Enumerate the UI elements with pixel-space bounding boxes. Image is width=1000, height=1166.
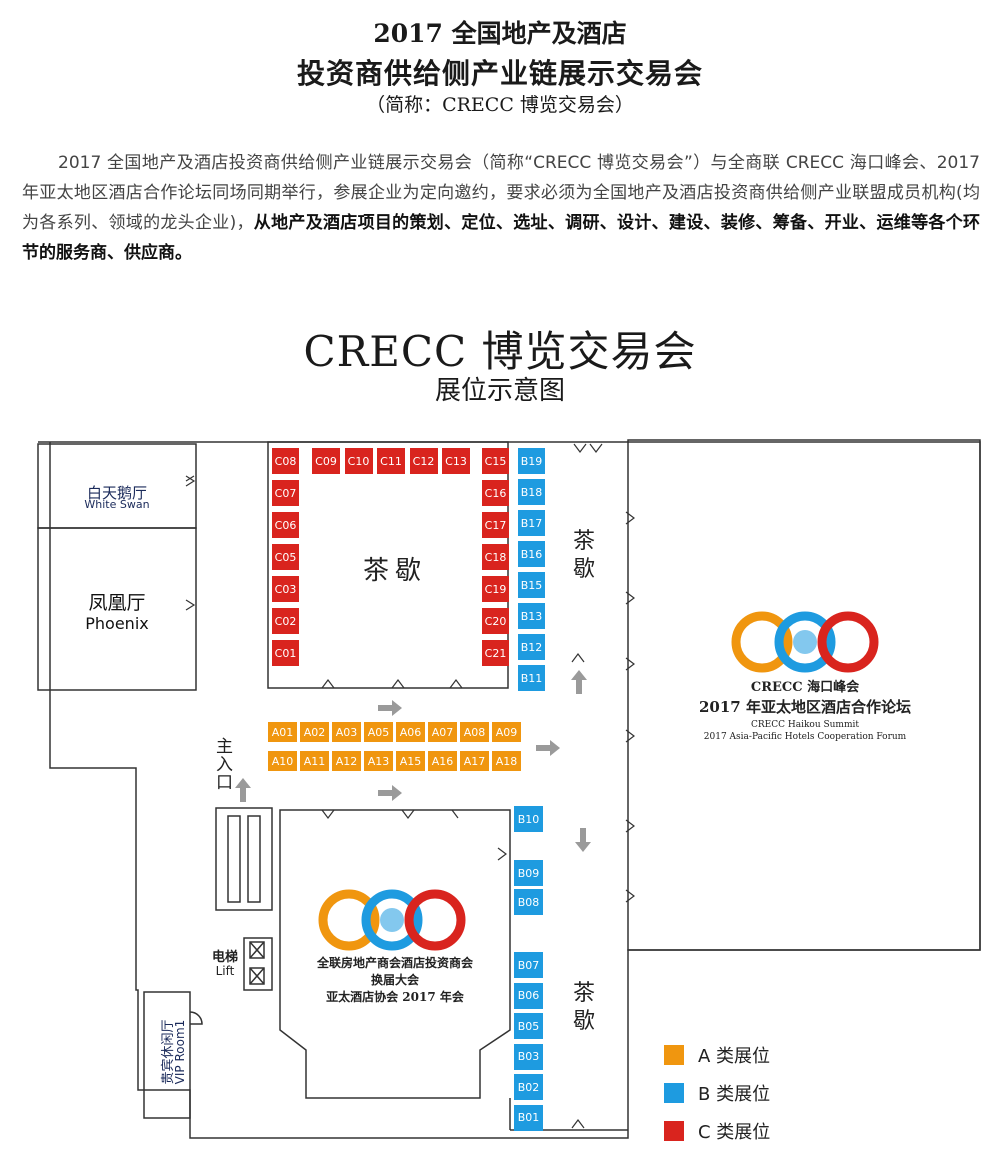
booth-a17[interactable]: A17: [460, 751, 489, 771]
main-entrance-label: 主入口: [216, 737, 233, 793]
booth-a01[interactable]: A01: [268, 722, 297, 742]
booth-b16[interactable]: B16: [518, 541, 545, 567]
booth-c15[interactable]: C15: [482, 448, 509, 474]
forum-logo-text: CRECC 海口峰会: [750, 680, 860, 695]
legend-label: A 类展位: [698, 1046, 771, 1067]
booth-c17[interactable]: C17: [482, 512, 509, 538]
lift-label-en: Lift: [215, 964, 235, 978]
phoenix-label-cn: 凤凰厅: [88, 592, 146, 614]
booth-c12[interactable]: C12: [409, 448, 438, 474]
booth-c07[interactable]: C07: [272, 480, 299, 506]
booth-b09[interactable]: B09: [514, 860, 543, 886]
booth-c02[interactable]: C02: [272, 608, 299, 634]
booth-c01[interactable]: C01: [272, 640, 299, 666]
forum-en-2: 2017 Asia-Pacific Hotels Cooperation For…: [703, 732, 907, 742]
map-subtitle: 展位示意图: [434, 376, 565, 406]
booth-a15[interactable]: A15: [396, 751, 425, 771]
booth-a18[interactable]: A18: [492, 751, 521, 771]
vip-room-label-en: VIP Room1: [173, 1019, 187, 1085]
legend-item: B 类展位: [664, 1080, 770, 1106]
booth-a16[interactable]: A16: [428, 751, 457, 771]
booth-a11[interactable]: A11: [300, 751, 329, 771]
main-hall-line1: 全联房地产商会酒店投资商会: [316, 956, 473, 970]
booth-b17[interactable]: B17: [518, 510, 545, 536]
page-title-line3: （简称：CRECC 博览交易会）: [366, 94, 634, 116]
booth-b19[interactable]: B19: [518, 448, 545, 474]
tea-break-label-1: 茶歇: [362, 556, 427, 586]
map-title: CRECC 博览交易会: [303, 327, 697, 376]
booth-a12[interactable]: A12: [332, 751, 361, 771]
legend-label: C 类展位: [698, 1122, 771, 1143]
booth-c20[interactable]: C20: [482, 608, 509, 634]
tea-break-label-2: 茶 歇: [572, 529, 595, 582]
booth-b05[interactable]: B05: [514, 1013, 543, 1039]
phoenix-label-en: Phoenix: [85, 614, 149, 633]
intro-bold-text: 从地产及酒店项目的策划、定位、选址、调研、设计、建设、装修、筹备、开业、运维等各…: [22, 213, 980, 263]
booth-a03[interactable]: A03: [332, 722, 361, 742]
booth-a09[interactable]: A09: [492, 722, 521, 742]
forum-en-1: CRECC Haikou Summit: [750, 720, 859, 730]
booth-b01[interactable]: B01: [514, 1104, 543, 1131]
booth-b06[interactable]: B06: [514, 982, 543, 1009]
intro-paragraph: 2017 全国地产及酒店投资商供给侧产业链展示交易会（简称“CRECC 博览交易…: [22, 148, 980, 268]
main-hall-line3: 亚太酒店协会 2017 年会: [326, 990, 464, 1004]
booth-b12[interactable]: B12: [518, 634, 545, 660]
legend-item: A 类展位: [664, 1042, 770, 1068]
booth-a10[interactable]: A10: [268, 751, 297, 771]
booth-b13[interactable]: B13: [518, 603, 545, 629]
booth-c03[interactable]: C03: [272, 576, 299, 602]
booth-b10[interactable]: B10: [514, 806, 543, 832]
booth-c06[interactable]: C06: [272, 512, 299, 538]
booth-b18[interactable]: B18: [518, 479, 545, 505]
legend-swatch: [664, 1045, 684, 1065]
booth-a13[interactable]: A13: [364, 751, 393, 771]
booth-b15[interactable]: B15: [518, 572, 545, 598]
booth-b08[interactable]: B08: [514, 889, 543, 915]
page-title-line1: 2017 全国地产及酒店: [373, 19, 627, 48]
booth-c09[interactable]: C09: [312, 448, 340, 474]
booth-c19[interactable]: C19: [482, 576, 509, 602]
legend-swatch: [664, 1083, 684, 1103]
booth-c05[interactable]: C05: [272, 544, 299, 570]
legend-item: C 类展位: [664, 1118, 770, 1144]
booth-c21[interactable]: C21: [482, 640, 509, 666]
booth-b03[interactable]: B03: [514, 1043, 543, 1070]
legend-label: B 类展位: [698, 1084, 771, 1105]
booth-a05[interactable]: A05: [364, 722, 393, 742]
page-title-line2: 投资商供给侧产业链展示交易会: [296, 57, 703, 90]
booth-c16[interactable]: C16: [482, 480, 509, 506]
booth-a07[interactable]: A07: [428, 722, 457, 742]
lift-label-cn: 电梯: [211, 950, 238, 965]
booth-c10[interactable]: C10: [344, 448, 373, 474]
booth-c13[interactable]: C13: [442, 448, 470, 474]
tea-break-label-3: 茶 歇: [572, 981, 595, 1034]
booth-c11[interactable]: C11: [377, 448, 405, 474]
white-swan-label-en: White Swan: [84, 498, 150, 511]
forum-title: 2017 年亚太地区酒店合作论坛: [699, 698, 911, 716]
white-swan-label-cn: 白天鹅厅: [86, 484, 147, 502]
booth-a06[interactable]: A06: [396, 722, 425, 742]
booth-c18[interactable]: C18: [482, 544, 509, 570]
booth-c08[interactable]: C08: [272, 448, 299, 474]
legend-swatch: [664, 1121, 684, 1141]
booth-a08[interactable]: A08: [460, 722, 489, 742]
booth-b11[interactable]: B11: [518, 665, 545, 691]
intro-text: 2017 全国地产及酒店投资商供给侧产业链展示交易会（简称“CRECC 博览交易…: [22, 153, 980, 233]
main-hall-line2: 换届大会: [370, 973, 419, 987]
floor-plan-walls: [37, 439, 981, 1139]
booth-b02[interactable]: B02: [514, 1074, 543, 1100]
booth-a02[interactable]: A02: [300, 722, 329, 742]
booth-b07[interactable]: B07: [514, 952, 543, 978]
